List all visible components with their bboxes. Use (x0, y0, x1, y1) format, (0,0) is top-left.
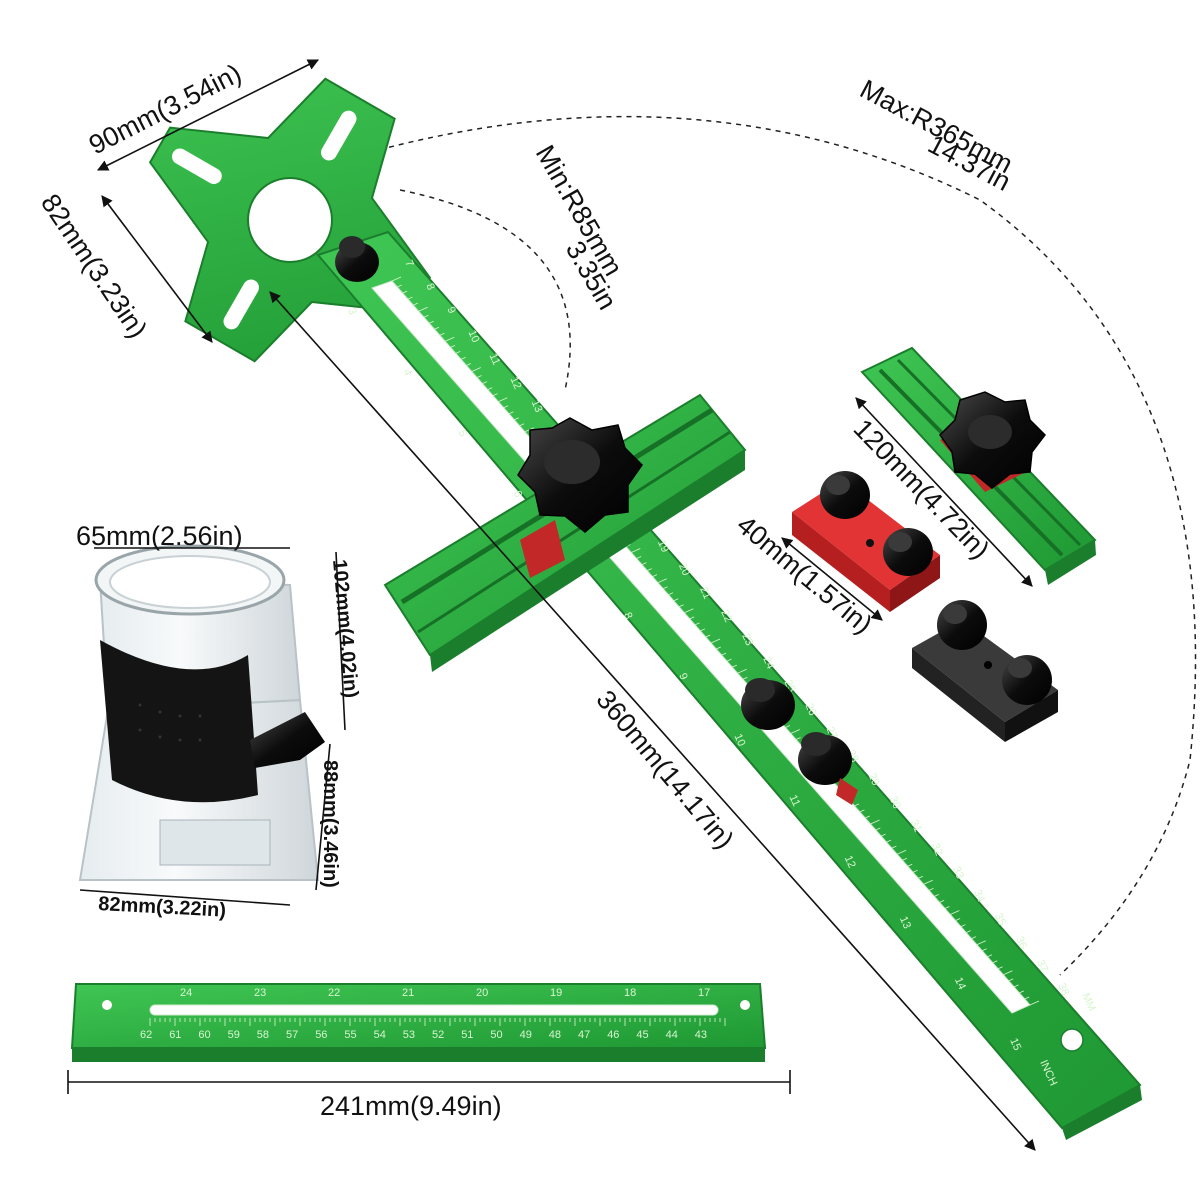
rail-cm-label: 51 (461, 1029, 473, 1041)
arm-mm-label: 8 (423, 282, 436, 292)
arm-unit-mm: MM (1079, 991, 1097, 1013)
dim-line-track-length (855, 397, 1033, 587)
rail-inch-label: 23 (254, 987, 266, 999)
dim-router-diameter: 65mm(2.56in) (76, 521, 243, 551)
rail-cm-label: 56 (315, 1029, 327, 1041)
arm-inch-label: 5 (456, 428, 469, 438)
arm-mm-label: 38 (1055, 981, 1071, 997)
rail-inch-label: 17 (698, 987, 710, 999)
dim-line-arm-length (269, 291, 1036, 1151)
rail-cm-label: 48 (549, 1029, 561, 1041)
dim-router-lower-height: 88mm(3.46in) (319, 760, 341, 888)
dim-router-upper-height: 102mm(4.02in) (328, 559, 362, 699)
rail-inch-label: 20 (476, 987, 488, 999)
min-radius-arc (399, 189, 571, 391)
rail-cm-label: 57 (286, 1029, 298, 1041)
rail-inch-label: 18 (624, 987, 636, 999)
dim-base-depth: 82mm(3.23in) (35, 189, 153, 344)
bottom-rail: 24 23 22 21 20 19 18 17 62 61 60 59 58 57 56 55 54 53 52 51… (70, 983, 767, 1062)
rail-cm-label: 60 (198, 1029, 210, 1041)
arm-mm-label: 7 (402, 258, 415, 268)
dim-line-base-depth (101, 195, 213, 343)
dim-line-router-base (79, 889, 291, 906)
dim-line-base-width (96, 59, 320, 171)
rail-cm-label: 61 (169, 1029, 181, 1041)
rail-cm-label: 44 (666, 1029, 678, 1041)
arm-inch-label: 4 (400, 367, 413, 377)
arm-inch-label: 3 (345, 306, 358, 316)
arm-tick (391, 276, 402, 282)
rail-cm-label: 45 (636, 1029, 648, 1041)
rail-cm-label: 50 (490, 1029, 502, 1041)
rail-inch-label: 19 (550, 987, 562, 999)
dim-line-block-length (781, 537, 883, 621)
rail-cm-label: 43 (695, 1029, 707, 1041)
dim-line-router-lower (315, 743, 331, 891)
rail-cm-label: 59 (228, 1029, 240, 1041)
rail-cm-label: 47 (578, 1029, 590, 1041)
rail-inch-label: 21 (402, 987, 414, 999)
router-base (78, 544, 325, 881)
rail-cm-label: 62 (140, 1029, 152, 1041)
max-radius-arc (359, 115, 1197, 976)
rail-cm-label: 58 (257, 1029, 269, 1041)
rail-inch-label: 24 (180, 987, 192, 999)
rail-cm-label: 54 (374, 1029, 386, 1041)
arm-mm-label: 37 (1034, 958, 1050, 974)
dim-rail-length: 241mm(9.49in) (320, 1091, 502, 1121)
rail-cm-label: 49 (520, 1029, 532, 1041)
rail-inch-label: 22 (328, 987, 340, 999)
rail-cm-label: 53 (403, 1029, 415, 1041)
dim-router-base-width: 82mm(3.22in) (98, 893, 227, 922)
arm-inch-label: 6 (511, 489, 524, 499)
dim-line-router-upper (335, 551, 346, 731)
rail-cm-label: 55 (344, 1029, 356, 1041)
arm-lock-knob (335, 236, 379, 282)
black-slider-block (912, 600, 1058, 742)
rail-cm-label: 46 (607, 1029, 619, 1041)
arm-tick (397, 284, 402, 288)
rail-cm-label: 52 (432, 1029, 444, 1041)
